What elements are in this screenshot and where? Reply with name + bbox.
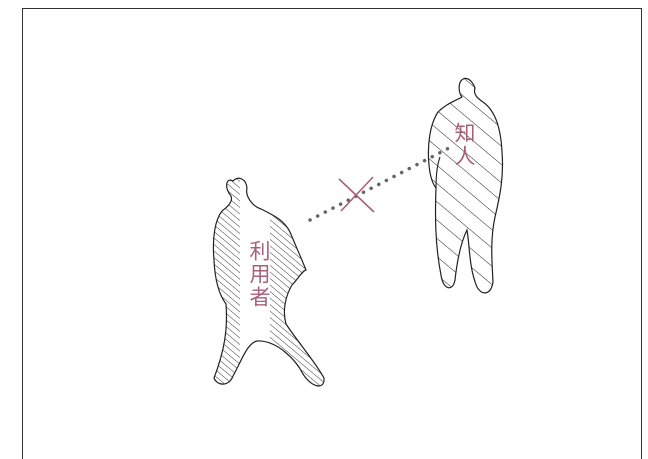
user-label: 利用者 xyxy=(247,240,271,309)
blocked-cross-icon xyxy=(339,177,374,212)
acquaintance-figure xyxy=(428,78,502,293)
acquaintance-label: 知人 xyxy=(452,122,476,168)
acquaintance-outline xyxy=(428,78,502,293)
